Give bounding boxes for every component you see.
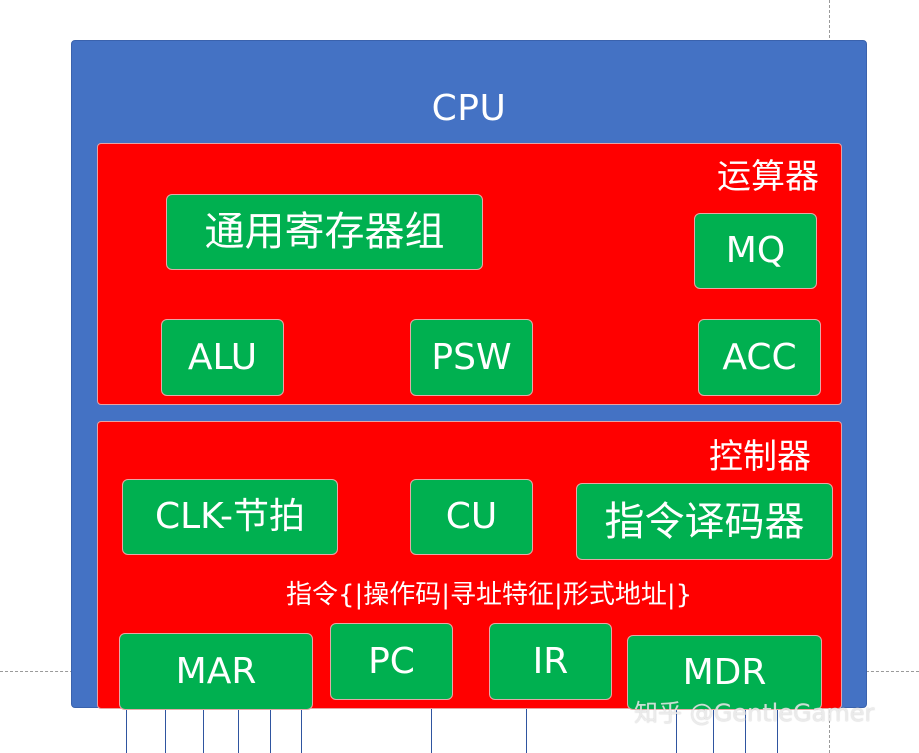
general-register-set: 通用寄存器组 bbox=[166, 194, 483, 270]
cu-box: CU bbox=[410, 479, 533, 555]
alu-unit-title: 运算器 bbox=[717, 157, 819, 197]
mdr-register: MDR bbox=[627, 635, 822, 710]
cpu-block: CPU 运算器 通用寄存器组 MQ ALU PSW ACC 控制器 CLK-节拍… bbox=[71, 40, 867, 710]
bus-line bbox=[745, 705, 746, 753]
clk-beat-box: CLK-节拍 bbox=[122, 479, 338, 555]
mar-register: MAR bbox=[119, 633, 313, 710]
bus-line bbox=[431, 705, 432, 753]
cpu-title: CPU bbox=[431, 88, 507, 129]
mq-register: MQ bbox=[694, 213, 817, 289]
bus-line bbox=[165, 705, 166, 753]
control-unit-panel: 控制器 CLK-节拍 CU 指令译码器 指令{|操作码|寻址特征|形式地址|} … bbox=[97, 421, 842, 710]
alu-unit-panel: 运算器 通用寄存器组 MQ ALU PSW ACC bbox=[97, 143, 842, 405]
bus-line bbox=[713, 705, 714, 753]
acc-register: ACC bbox=[698, 319, 821, 396]
pc-register: PC bbox=[330, 623, 453, 700]
watermark-text: 知乎 @GentleGamer bbox=[634, 699, 875, 727]
alu-box: ALU bbox=[161, 319, 284, 396]
bus-line bbox=[777, 705, 778, 753]
instruction-format-label: 指令{|操作码|寻址特征|形式地址|} bbox=[286, 580, 693, 610]
bus-line bbox=[126, 705, 127, 753]
bus-line bbox=[238, 705, 239, 753]
bus-line bbox=[301, 705, 302, 753]
bus-line bbox=[526, 705, 527, 753]
bus-line bbox=[270, 705, 271, 753]
instruction-decoder-box: 指令译码器 bbox=[576, 483, 833, 560]
ir-register: IR bbox=[489, 623, 612, 700]
psw-register: PSW bbox=[410, 319, 533, 396]
bus-line bbox=[203, 705, 204, 753]
bus-line bbox=[676, 705, 677, 753]
control-unit-title: 控制器 bbox=[709, 437, 811, 477]
